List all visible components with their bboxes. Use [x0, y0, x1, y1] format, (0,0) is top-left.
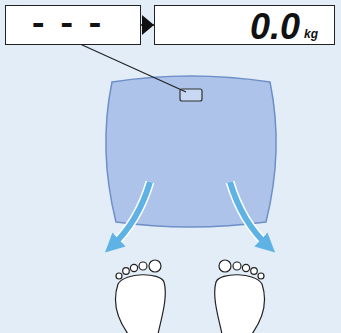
arrow-line	[141, 24, 154, 26]
arrow-head	[142, 15, 154, 35]
toe	[251, 268, 258, 275]
arrow-outline	[112, 182, 150, 246]
toe	[139, 262, 147, 270]
display-reading: 0.0	[250, 6, 300, 48]
toe	[116, 273, 122, 279]
toe	[242, 264, 249, 271]
toe	[123, 268, 130, 275]
toe	[149, 260, 161, 272]
arrow-outline	[230, 182, 268, 246]
transition-arrow	[141, 15, 154, 35]
scale-body	[106, 76, 276, 227]
right-foot	[215, 260, 265, 333]
step-off-arrow	[230, 182, 268, 246]
display-panel: ---	[5, 5, 141, 45]
display-panel: 0.0 kg	[154, 5, 335, 45]
step-off-arrow	[112, 182, 150, 246]
toe	[233, 262, 241, 270]
foot-sole	[215, 275, 265, 333]
toe	[130, 264, 137, 271]
toe	[258, 273, 264, 279]
display-dashes: ---	[28, 6, 113, 44]
foot-sole	[116, 275, 166, 333]
leader-line	[80, 44, 186, 92]
left-foot	[116, 260, 166, 333]
display-unit: kg	[304, 27, 318, 41]
toe	[219, 260, 231, 272]
